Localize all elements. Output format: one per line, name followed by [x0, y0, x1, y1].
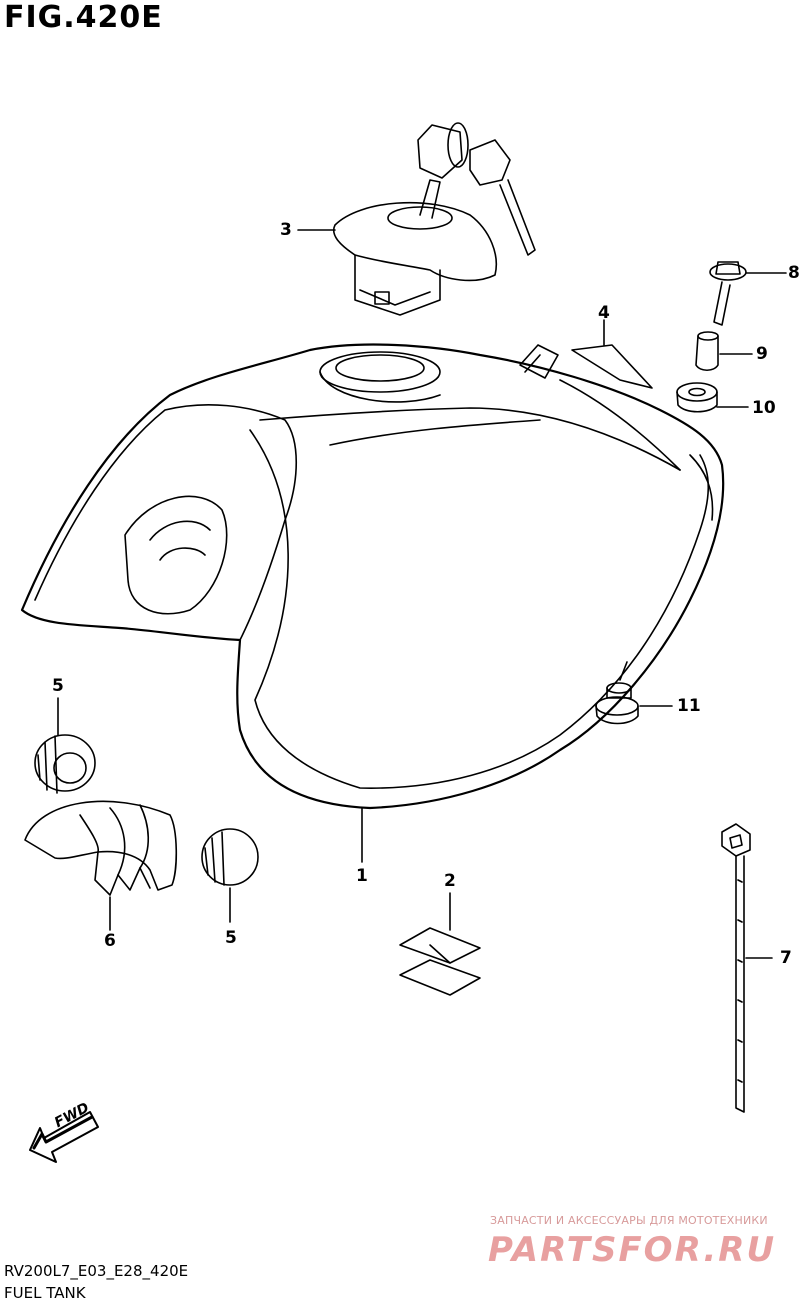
- callout-11: 11: [677, 696, 701, 716]
- suzuki-emblem: [399, 927, 481, 996]
- mount-cushion: [595, 682, 639, 725]
- callout-7: 7: [780, 948, 792, 968]
- figure-title: FIG.420E: [4, 0, 163, 35]
- callout-10: 10: [752, 398, 776, 418]
- cushion-cylinder-right: [201, 828, 259, 886]
- callout-2: 2: [444, 871, 456, 891]
- callout-6: 6: [104, 931, 116, 951]
- leader-11-upper: [619, 661, 628, 681]
- forward-arrow: [29, 1111, 99, 1163]
- callout-9: 9: [756, 344, 768, 364]
- callout-8: 8: [788, 263, 800, 283]
- rubber-cushion: [24, 800, 178, 896]
- figure-code: RV200L7_E03_E28_420E: [4, 1262, 189, 1280]
- fuel-cap: [333, 201, 497, 316]
- fuel-tank: [20, 343, 725, 810]
- callout-5-right: 5: [225, 928, 237, 948]
- callout-5-left: 5: [52, 676, 64, 696]
- key-set: [417, 122, 536, 256]
- emblem-strip: [571, 344, 653, 389]
- cushion-grommet: [676, 382, 718, 413]
- cushion-cylinder-left: [34, 734, 96, 794]
- callout-1: 1: [356, 866, 368, 886]
- callout-4: 4: [598, 303, 610, 323]
- figure-caption: FUEL TANK: [4, 1284, 86, 1302]
- collar: [695, 331, 719, 372]
- cable-tie: [721, 823, 751, 1113]
- watermark-logo: PARTSFOR.RU: [488, 1230, 777, 1270]
- bolt: [709, 261, 747, 326]
- watermark-tagline: ЗАПЧАСТИ И АКСЕССУАРЫ ДЛЯ МОТОТЕХНИКИ: [490, 1214, 768, 1227]
- callout-3: 3: [280, 220, 292, 240]
